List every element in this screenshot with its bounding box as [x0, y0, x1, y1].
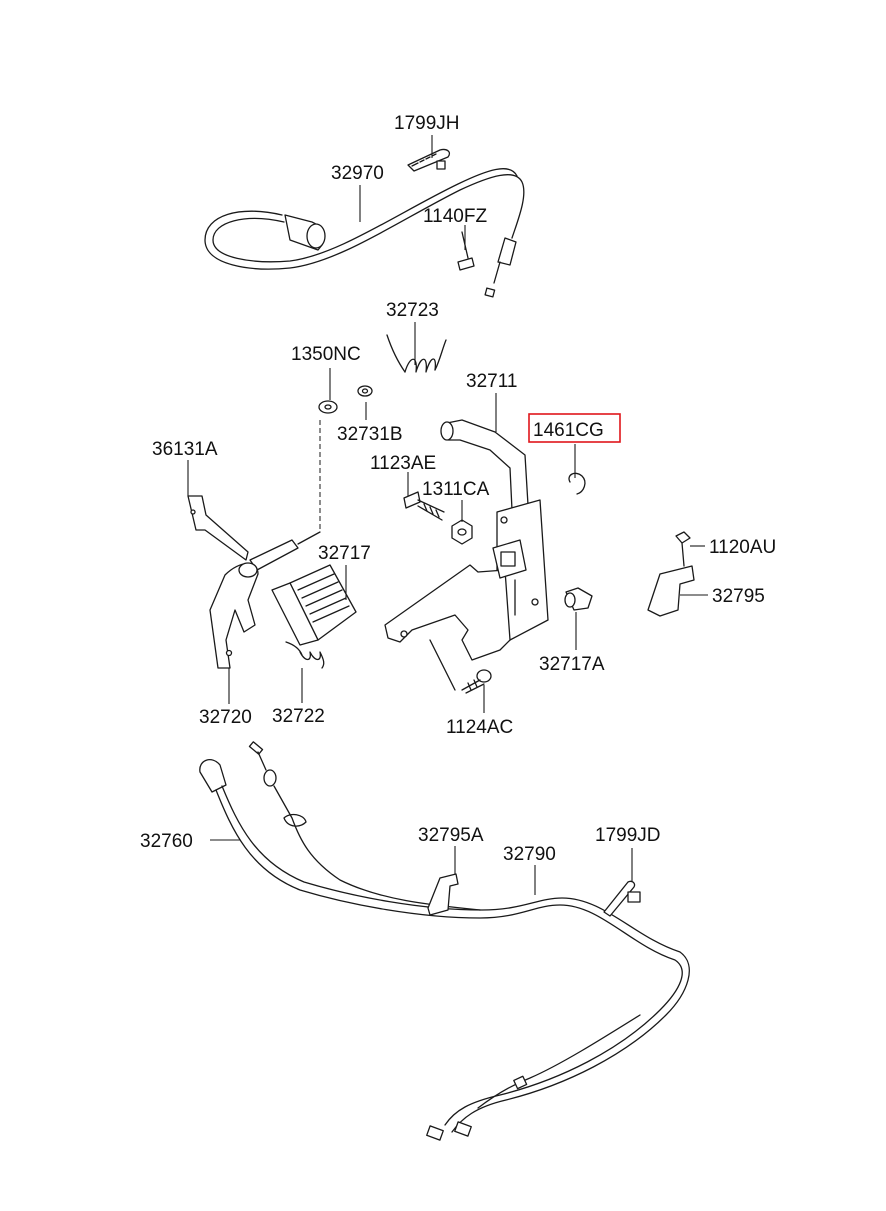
pedal-arm-32720	[187, 495, 321, 669]
bolt-1124AC	[461, 669, 492, 694]
label-1311CA[interactable]: 1311CA	[422, 479, 490, 500]
pedal-pad-32717	[271, 564, 357, 646]
label-32717[interactable]: 32717	[318, 543, 371, 564]
bolt-1120AU	[675, 531, 691, 567]
label-32723[interactable]: 32723	[386, 300, 439, 321]
label-1350NC[interactable]: 1350NC	[291, 344, 361, 365]
label-1799JD[interactable]: 1799JD	[595, 825, 661, 846]
label-36131A[interactable]: 36131A	[152, 439, 218, 460]
bushing-32717A	[564, 587, 593, 611]
highlight-box-1461CG	[528, 413, 621, 443]
label-1124AC[interactable]: 1124AC	[446, 717, 513, 738]
cable-32790	[248, 741, 641, 1109]
leader-lines	[187, 135, 708, 895]
cable-32970	[204, 168, 525, 298]
label-1799JH[interactable]: 1799JH	[394, 113, 460, 134]
label-32722[interactable]: 32722	[272, 706, 325, 727]
label-32720[interactable]: 32720	[199, 707, 252, 728]
nut-1311CA	[451, 519, 473, 545]
clip-1461CG	[568, 472, 586, 495]
label-1140FZ[interactable]: 1140FZ	[423, 206, 487, 227]
clip-1799JD	[603, 880, 641, 917]
label-32795A[interactable]: 32795A	[418, 825, 484, 846]
label-32760[interactable]: 32760	[140, 831, 193, 852]
label-32711[interactable]: 32711	[466, 371, 517, 392]
label-1120AU[interactable]: 1120AU	[709, 537, 776, 558]
bracket-32795A	[427, 873, 459, 916]
part-labels: 1799JH 32970 1140FZ 32723 1350NC 32711 1…	[140, 113, 776, 865]
label-32795[interactable]: 32795	[712, 586, 765, 607]
clip-1799JH	[407, 148, 451, 172]
bracket-32711	[384, 419, 549, 691]
label-32790[interactable]: 32790	[503, 844, 556, 865]
bolt-1140FZ	[457, 231, 475, 271]
bolt-1123AE	[403, 491, 445, 521]
spring-32722	[285, 641, 325, 669]
bracket-32795	[647, 565, 695, 617]
label-32731B[interactable]: 32731B	[337, 424, 403, 445]
label-1123AE[interactable]: 1123AE	[370, 453, 436, 474]
label-32717A[interactable]: 32717A	[539, 654, 605, 675]
label-32970[interactable]: 32970	[331, 163, 384, 184]
washer-32731B	[357, 385, 373, 397]
washer-1350NC	[318, 400, 338, 530]
spring-32723	[386, 334, 447, 373]
cable-32760	[199, 759, 690, 1141]
label-1461CG[interactable]: 1461CG	[533, 420, 604, 441]
